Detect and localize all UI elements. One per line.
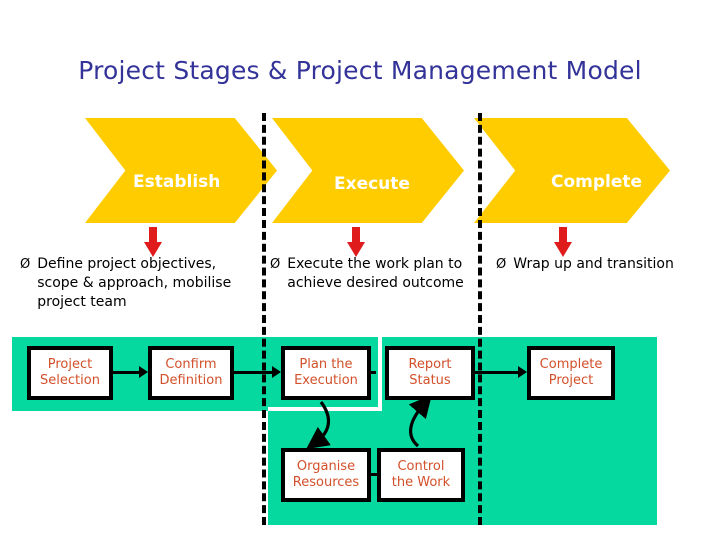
connector-definition-to-plan [234, 366, 281, 378]
bullet-execute: Ø Execute the work plan to achieve desir… [270, 255, 470, 293]
bullet-complete: Ø Wrap up and transition [496, 255, 686, 274]
bullet-text-complete: Wrap up and transition [513, 256, 674, 272]
chevron-label-complete: Complete [551, 172, 643, 192]
chevron-establish[interactable] [85, 118, 277, 223]
arrow-head-icon [518, 366, 527, 378]
stage-divider-2 [478, 113, 482, 525]
band-seam-horizontal [268, 407, 380, 411]
arrow-head-icon [272, 366, 281, 378]
down-arrow-icon-complete [554, 227, 572, 257]
arrow-shaft [149, 227, 157, 244]
chevron-complete[interactable] [474, 118, 670, 223]
bullet-marker-icon: Ø [496, 257, 507, 272]
bullet-marker-icon: Ø [270, 257, 281, 272]
arrow-shaft [352, 227, 360, 244]
arrow-head [144, 242, 162, 257]
down-arrow-icon-execute [347, 227, 365, 257]
bullet-marker-icon: Ø [20, 257, 31, 272]
arrow-head [554, 242, 572, 257]
connector-selection-to-definition [113, 366, 148, 378]
bullet-establish: Ø Define project objectives, scope & app… [20, 255, 255, 312]
arrow-shaft [559, 227, 567, 244]
stage-divider-1 [262, 113, 266, 525]
connector-report-to-plan [362, 366, 376, 378]
chevron-label-establish: Establish [133, 172, 221, 192]
bullet-text-execute: Execute the work plan to achieve desired… [287, 256, 464, 291]
band-seam-vertical [378, 337, 382, 411]
chevron-label-execute: Execute [334, 174, 410, 194]
arrow-head [347, 242, 365, 257]
down-arrow-icon-establish [144, 227, 162, 257]
chevron-execute[interactable] [272, 118, 464, 223]
connector-report-to-complete [475, 366, 527, 378]
bullet-text-establish: Define project objectives, scope & appro… [37, 256, 232, 310]
arrow-head-icon [139, 366, 148, 378]
page-title: Project Stages & Project Management Mode… [78, 56, 642, 85]
